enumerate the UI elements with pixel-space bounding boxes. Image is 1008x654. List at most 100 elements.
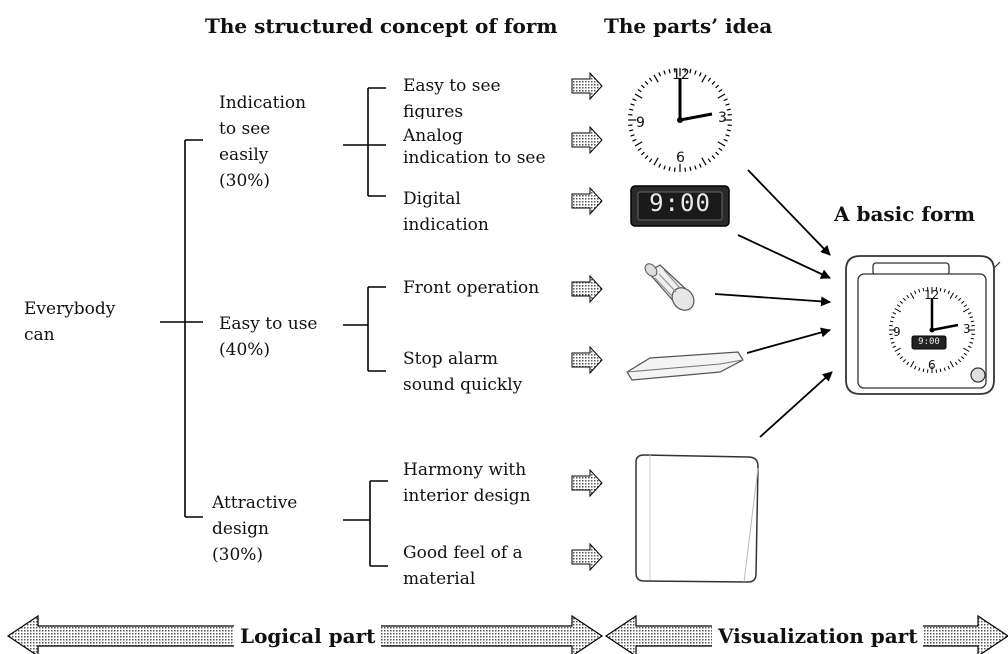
housing-box-illustration [635,454,759,583]
arrows-to-basic-form [714,169,833,438]
leaf-front-operation: Front operation [403,278,540,298]
clock-tick [939,368,942,373]
clock-tick [914,365,917,370]
header-basic-form: A basic form [834,202,976,226]
tree-attractive-bracket [343,480,388,567]
clock-tick [668,69,671,74]
clock-tick [939,287,942,292]
clock-tick [715,151,720,156]
clock-tick [922,287,925,292]
leaf-stop-alarm: Stop alarm sound quickly [403,349,523,395]
clock-tick [894,347,901,352]
clock-tick [640,151,645,156]
clock-tick [970,337,975,340]
clock-tick [715,84,720,89]
clock-tick [896,304,901,308]
clock-numeral-3: 3 [718,110,727,126]
tree-root-bracket [160,139,203,518]
clock-tick [634,93,643,99]
clock-tick [970,320,975,323]
basic-form-clock-illustration [845,255,1001,395]
clock-tick [963,308,970,313]
stop-alarm-bar-illustration [626,351,744,381]
clock-tick [726,129,731,132]
clock-numeral-12: 12 [672,67,690,83]
leaf-digital-indication: Digital indication [403,189,489,235]
clock-tick [701,157,707,166]
leaf-analog-indication: Analog indication to see [403,126,546,168]
clock-tick [711,80,716,85]
basic-clock-numeral-6: 6 [928,358,936,372]
clock-tick [954,361,958,366]
clock-tick [658,72,662,77]
clock-tick [894,308,901,313]
clock-tick [637,88,642,93]
clock-tick [914,290,917,295]
clock-tick [629,108,634,111]
clock-tick [658,163,662,168]
digital-display-text: 9:00 [649,189,711,217]
clock-tick [949,292,954,299]
clock-tick [717,141,726,147]
clock-tick [725,103,730,106]
clock-tick [969,316,974,319]
clock-tick [906,294,910,299]
label-logical-part: Logical part [234,624,382,648]
clock-tick [644,155,649,160]
leaf-good-feel-material: Good feel of a material [403,543,523,589]
clock-tick [653,74,659,83]
clock-tick [943,288,946,293]
clock-tick [653,157,659,166]
clock-tick [963,352,968,356]
clock-tick [892,312,897,315]
clock-tick [718,147,723,152]
clock-tick [634,141,643,147]
basic-clock-numeral-9: 9 [893,325,901,339]
clock-tick [632,138,637,142]
small-arrows [571,71,603,572]
clock-tick [689,69,692,74]
basic-clock-digital-text: 9:00 [918,337,940,347]
clock-tick [961,356,965,360]
leaf-harmony-interior: Harmony with interior design [403,460,531,506]
clock-tick [726,108,731,111]
clock-tick [689,166,692,171]
clock-tick [889,337,894,340]
clock-tick [725,134,730,137]
clock-tick [969,341,974,344]
clock-tick [910,292,915,299]
clock-tick [963,347,970,352]
clock-tick [902,359,906,363]
clock-tick [630,103,635,106]
clock-tick [648,158,653,163]
clock-tick [963,304,968,308]
clock-tick [718,88,723,93]
clock-tick [694,70,697,75]
header-structured-concept: The structured concept of form [205,14,558,38]
analog-clock-illustration [625,65,735,175]
clock-tick [899,300,903,304]
tree-easyuse-bracket [343,286,386,372]
clock-tick [918,288,921,293]
clock-tick [640,84,645,89]
clock-tick [648,77,653,82]
clock-tick [961,300,965,304]
clock-numeral-6: 6 [676,150,685,166]
clock-tick [902,297,906,301]
category-attractive: Attractive design (30%) [212,493,298,565]
clock-tick [711,155,716,160]
clock-tick [701,74,707,83]
clock-tick [958,359,962,363]
clock-tick [663,70,666,75]
clock-tick [947,290,950,295]
clock-tick [629,129,634,132]
leaf-easy-see-figures: Easy to see figures [403,76,501,119]
clock-tick [943,367,946,372]
clock-tick [723,98,728,102]
clock-tick [910,361,915,368]
clock-tick [954,294,958,299]
header-parts-idea: The parts’ idea [604,14,773,38]
basic-clock-numeral-12: 12 [924,288,940,302]
clock-tick [892,345,897,348]
